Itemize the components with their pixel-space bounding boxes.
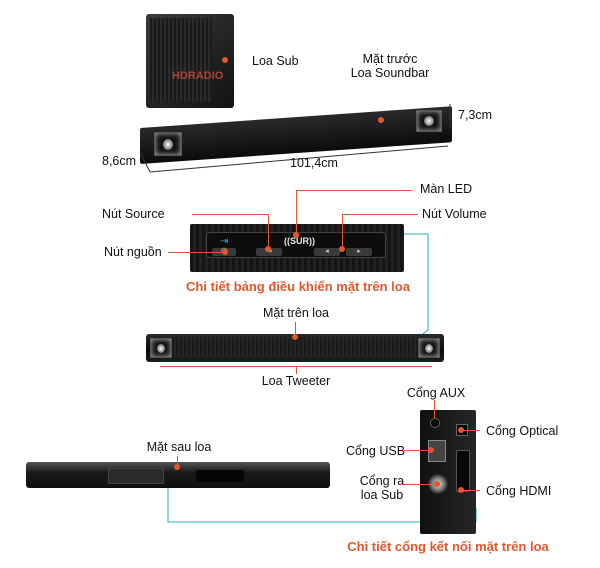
label-usb: Cổng USB <box>346 444 406 458</box>
front-right-tweeter-icon <box>416 110 442 132</box>
hdmi-port-icon <box>456 450 470 492</box>
label-hdmi: Cổng HDMI <box>486 484 552 498</box>
top-right-tweeter-icon <box>418 338 440 358</box>
top-grille <box>172 338 418 358</box>
leader-source-v <box>268 214 269 248</box>
label-optical: Cổng Optical <box>486 424 559 438</box>
subwoofer-grille <box>150 18 212 102</box>
power-marker <box>222 249 228 255</box>
label-rear: Mặt sau loa <box>146 440 212 454</box>
rear-marker <box>174 464 180 470</box>
sub-marker <box>222 57 228 63</box>
label-top: Mặt trên loa <box>262 306 329 320</box>
leader-aux <box>434 400 435 418</box>
optical-marker <box>458 427 464 433</box>
label-power: Nút nguồn <box>104 245 162 259</box>
top-marker <box>292 334 298 340</box>
input-icon: ⇥ <box>220 236 229 247</box>
top-left-tweeter-icon <box>150 338 172 358</box>
ports-title: Chi tiết cổng kết nối mặt trên loa <box>347 539 549 554</box>
volume-marker <box>339 246 345 252</box>
leader-volume-v <box>342 214 343 248</box>
rear-label-plate <box>108 468 164 484</box>
leader-top <box>295 322 296 338</box>
front-marker <box>378 117 384 123</box>
leader-tweeter-v <box>296 366 297 374</box>
led-display: ((SUR)) <box>284 236 315 246</box>
led-marker <box>293 232 299 238</box>
leader-usb <box>404 450 430 451</box>
volume-up-button[interactable]: ▸ <box>346 248 372 256</box>
leader-power <box>168 252 224 253</box>
sub-out-marker <box>434 481 440 487</box>
usb-marker <box>428 447 434 453</box>
label-led: Màn LED <box>420 182 473 196</box>
hdmi-marker <box>458 487 464 493</box>
label-volume: Nút Volume <box>422 207 487 221</box>
label-sub-out: Cổng ra loa Sub <box>359 474 405 502</box>
leader-led <box>296 190 297 234</box>
aux-port-icon <box>430 418 440 428</box>
source-marker <box>265 246 271 252</box>
leader-led-h <box>296 190 412 191</box>
label-depth: 8,6cm <box>102 154 137 168</box>
label-aux: Cổng AUX <box>406 386 466 400</box>
label-sub: Loa Sub <box>252 54 299 68</box>
leader-rear <box>177 456 178 466</box>
label-front: Mặt trước Loa Soundbar <box>350 52 430 80</box>
label-tweeter: Loa Tweeter <box>261 374 331 388</box>
leader-optical <box>462 430 480 431</box>
leader-volume <box>342 214 418 215</box>
panel-title: Chi tiết bảng điều khiển mặt trên loa <box>186 279 410 294</box>
leader-sub-out <box>404 484 432 485</box>
label-width: 101,4cm <box>290 156 338 170</box>
volume-down-button[interactable]: ◂ <box>314 248 340 256</box>
watermark-logo: HDRADIO <box>172 70 224 82</box>
label-source: Nút Source <box>102 207 165 221</box>
rear-port-recess <box>196 470 244 482</box>
leader-hdmi <box>462 490 480 491</box>
front-left-tweeter-icon <box>154 132 182 156</box>
label-height: 7,3cm <box>458 108 493 122</box>
leader-source <box>192 214 268 215</box>
